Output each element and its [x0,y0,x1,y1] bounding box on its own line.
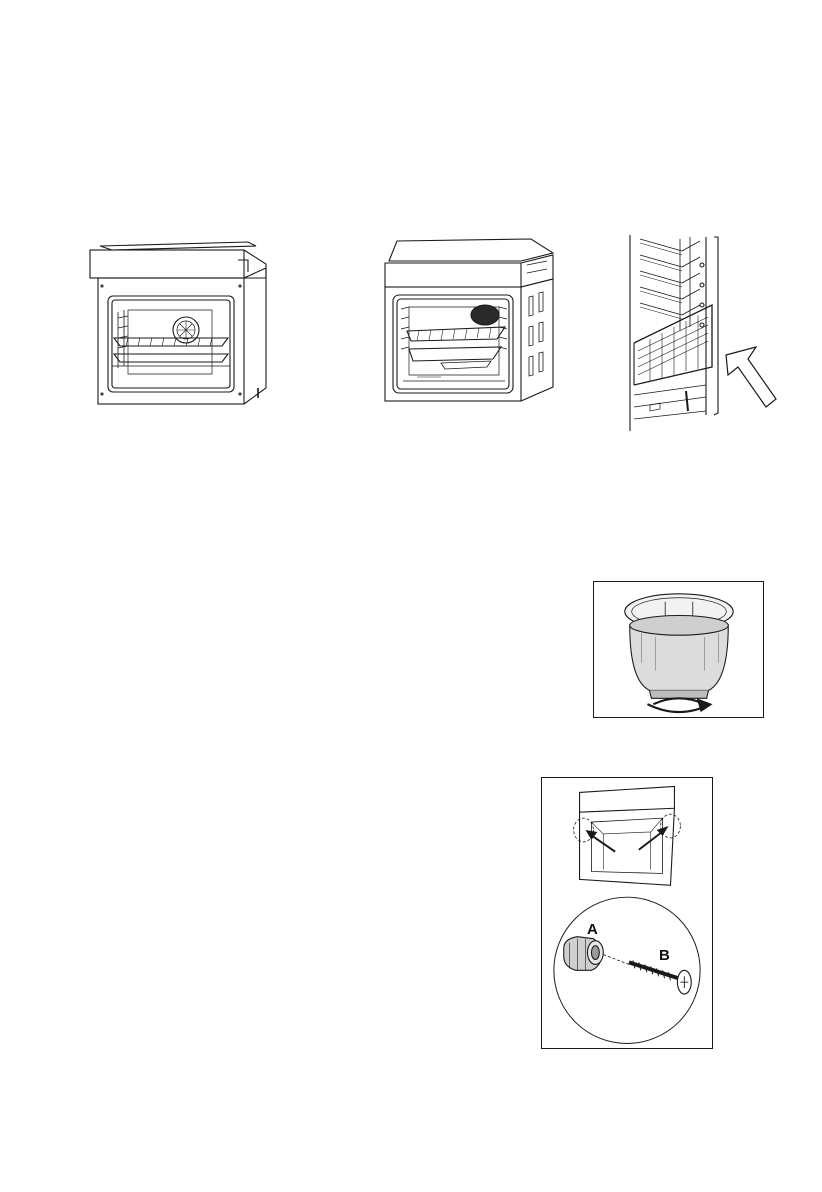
oven-perspective-view-figure [381,235,559,413]
side-rail-detail-figure [620,235,780,431]
oven-perspective-view-illustration [381,235,559,413]
cabinet-fixing-illustration [542,778,712,1048]
cabinet-fixing-figure: A B [541,777,713,1049]
side-rail-detail-illustration [620,235,780,431]
lamp-cover-figure [593,581,764,718]
callout-label-a: A [587,921,598,938]
oven-front-view-illustration [88,238,274,410]
oven-front-view-figure [88,238,274,410]
callout-label-b: B [659,947,670,964]
lamp-cover-unscrew-illustration [594,582,763,717]
